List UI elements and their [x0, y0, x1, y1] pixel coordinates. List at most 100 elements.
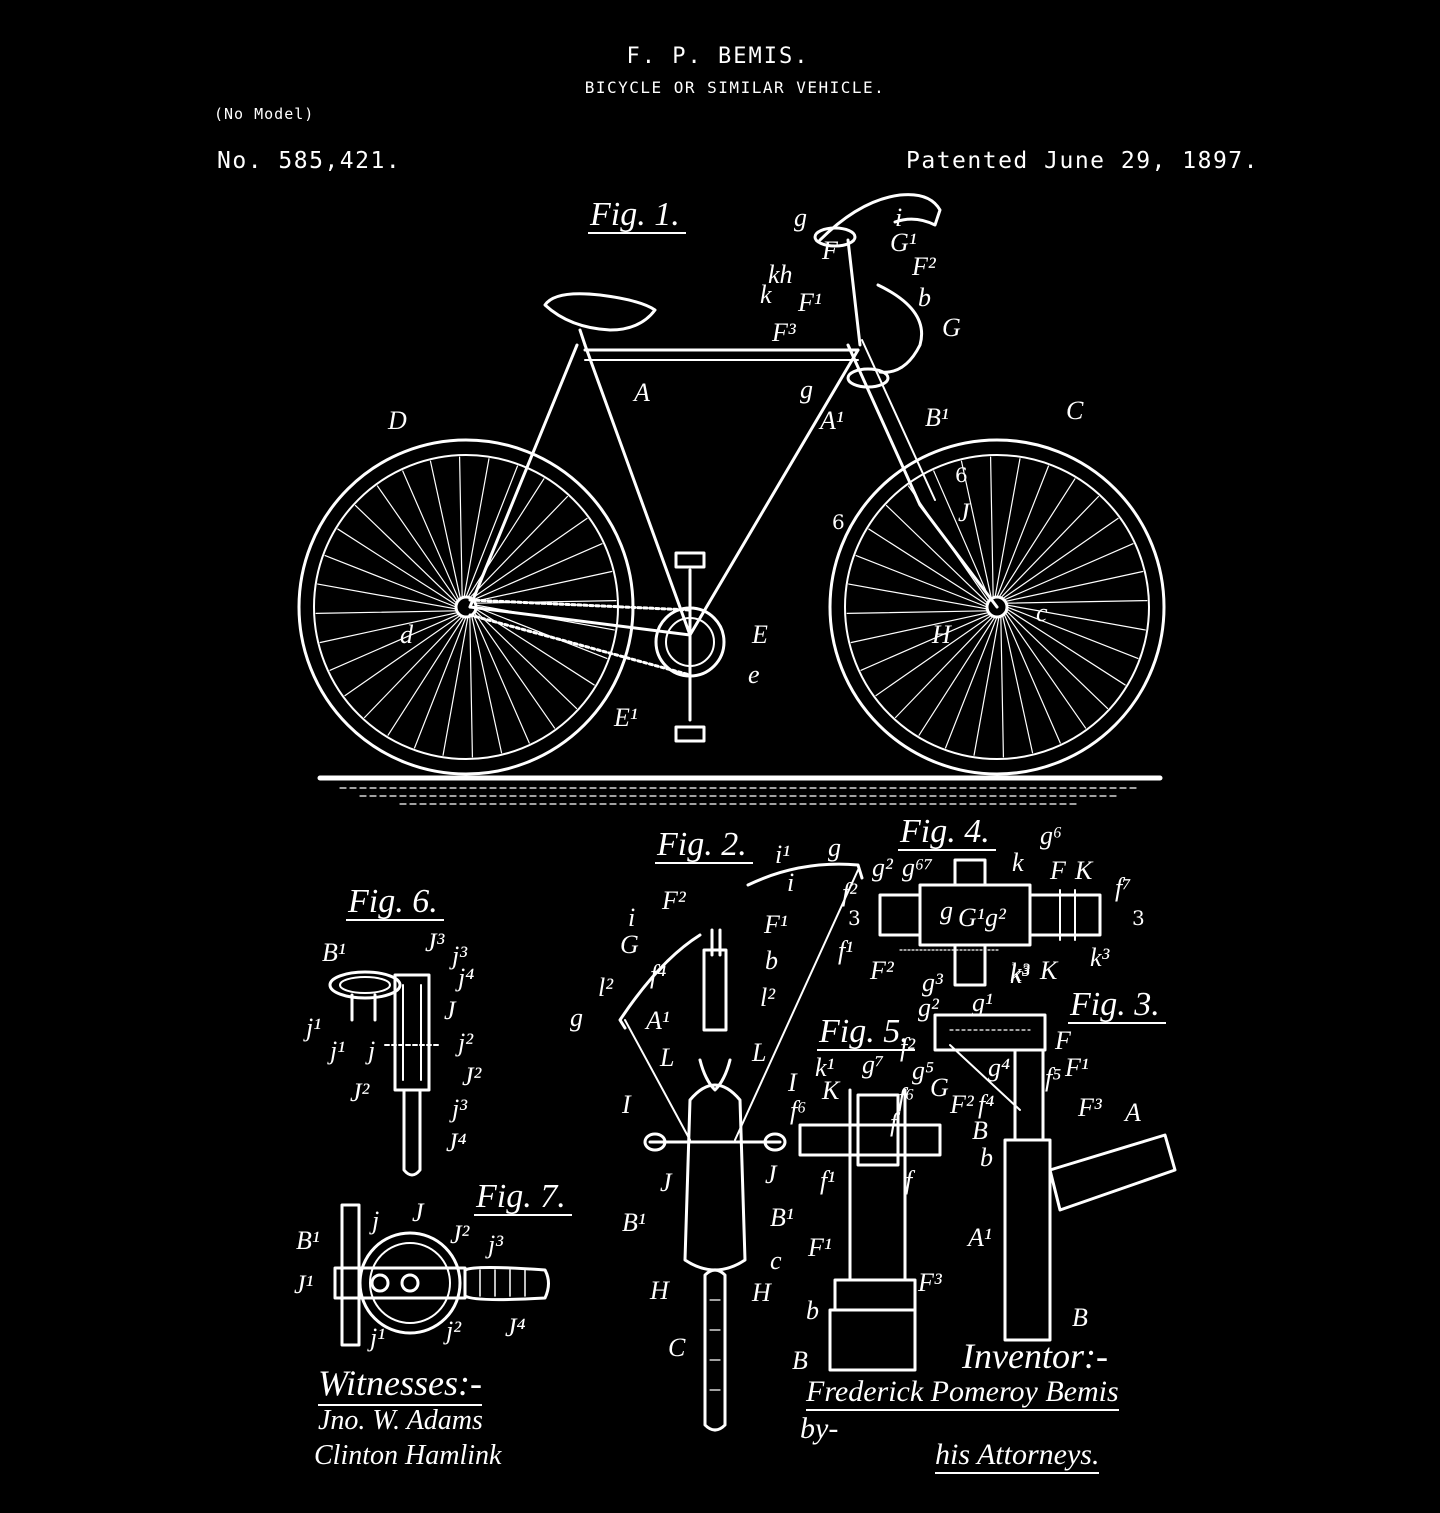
spoke — [1004, 570, 1144, 603]
spoke — [1000, 615, 1005, 758]
ref-letter: K — [1075, 856, 1093, 885]
ref-letter: k¹ — [815, 1053, 835, 1082]
ref-letter: k³ — [1010, 960, 1030, 989]
spoke — [329, 613, 460, 671]
ref-letter: A — [1125, 1098, 1141, 1127]
spoke — [868, 528, 988, 606]
ref-letter: g¹ — [972, 988, 993, 1017]
fig5-drawing — [798, 1088, 942, 1372]
ref-letter: B — [792, 1346, 808, 1375]
ref-letter: J — [765, 1160, 777, 1189]
ref-letter: g⁷ — [862, 1050, 885, 1079]
ref-letter: A¹ — [820, 406, 844, 435]
ref-letter: k — [1012, 848, 1024, 877]
brake-lever — [876, 283, 924, 374]
ref-letter: A¹ — [968, 1223, 992, 1252]
ref-letter: G¹ — [958, 903, 985, 932]
spoke — [470, 517, 588, 600]
fig5-label: Fig. 5. — [817, 1015, 915, 1051]
spoke — [465, 465, 519, 598]
front-tire — [828, 438, 1166, 776]
spoke — [848, 583, 988, 610]
spoke — [473, 570, 613, 603]
spoke — [1005, 610, 1109, 710]
ref-letter: k³ — [1090, 943, 1110, 972]
ref-letter: H — [932, 620, 951, 649]
front-rim — [844, 454, 1150, 760]
ref-numeral: 3 — [848, 906, 861, 930]
spoke — [472, 543, 603, 601]
ref-letter: i — [895, 203, 903, 232]
ref-letter: f¹ — [838, 936, 854, 965]
ref-letter: F¹ — [764, 910, 788, 939]
ref-letter: F¹ — [808, 1233, 832, 1262]
ref-letter: k³ — [1010, 958, 1030, 987]
ref-letter: J² — [350, 1078, 370, 1107]
ref-letter: g — [800, 375, 813, 404]
ref-letter: c — [770, 1246, 782, 1275]
ref-numeral: 6 — [832, 510, 845, 534]
ref-letter: l² — [760, 983, 776, 1012]
fig4-drawing — [878, 858, 1102, 987]
fig6-drawing — [328, 970, 441, 1177]
ref-letter: B — [1072, 1303, 1088, 1332]
ref-letter: F² — [950, 1090, 974, 1119]
ref-letter: f — [905, 1166, 913, 1195]
attorneys-label: his Attorneys. — [935, 1438, 1100, 1474]
spoke — [885, 504, 989, 604]
spoke — [918, 616, 996, 736]
fig6-label: Fig. 6. — [346, 885, 444, 921]
ref-letter: B — [972, 1116, 988, 1145]
spoke — [402, 470, 460, 601]
ref-letter: H — [752, 1278, 771, 1307]
witness-signature: Clinton Hamlink — [314, 1440, 502, 1471]
ref-letter: F — [1055, 1026, 1071, 1055]
ref-letter: j⁴ — [458, 963, 475, 992]
spoke — [989, 456, 994, 599]
spoke — [376, 485, 459, 603]
ref-letter: F — [1050, 856, 1066, 885]
patent-title: BICYCLE OR SIMILAR VEHICLE. — [584, 78, 886, 97]
spoke — [442, 616, 469, 756]
spoke — [473, 611, 556, 729]
fig3-drawing — [933, 1013, 1177, 1342]
by-label: by- — [800, 1412, 839, 1445]
ref-letter: L — [752, 1038, 767, 1067]
ref-letter: G — [942, 313, 961, 342]
spoke — [1004, 611, 1087, 729]
spoke — [1006, 606, 1139, 660]
spoke — [463, 458, 490, 598]
spoke — [470, 614, 503, 754]
ref-letter: K — [822, 1076, 840, 1105]
spoke — [996, 465, 1050, 598]
spoke — [413, 616, 467, 749]
ref-letter: F³ — [772, 318, 796, 347]
witness-signature: Jno. W. Adams — [318, 1405, 483, 1436]
ref-letter: I — [788, 1068, 797, 1097]
ref-letter: H — [650, 1276, 669, 1305]
spoke — [998, 478, 1076, 598]
saddle — [543, 292, 657, 332]
ref-letter: g⁶⁷ — [902, 853, 934, 882]
ref-letter: F³ — [918, 1268, 942, 1297]
ref-letter: F³ — [1078, 1093, 1102, 1122]
ref-letter: F² — [662, 886, 686, 915]
spoke — [960, 460, 993, 600]
spoke — [846, 610, 989, 615]
rear-tire — [297, 438, 635, 776]
ref-letter: J¹ — [294, 1270, 314, 1299]
ref-letter: j — [372, 1206, 380, 1235]
ref-letter: f¹ — [820, 1166, 836, 1195]
spoke — [855, 554, 988, 608]
ref-letter: L — [660, 1043, 675, 1072]
spoke — [387, 616, 465, 736]
ref-letter: g² — [872, 853, 893, 882]
ref-letter: j² — [458, 1028, 474, 1057]
ref-letter: b — [806, 1296, 819, 1325]
ref-letter: J² — [450, 1220, 470, 1249]
ref-letter: g² — [918, 993, 939, 1022]
spoke — [475, 606, 608, 660]
front-spokes — [846, 456, 1148, 758]
ref-letter: f⁷ — [1115, 873, 1132, 902]
